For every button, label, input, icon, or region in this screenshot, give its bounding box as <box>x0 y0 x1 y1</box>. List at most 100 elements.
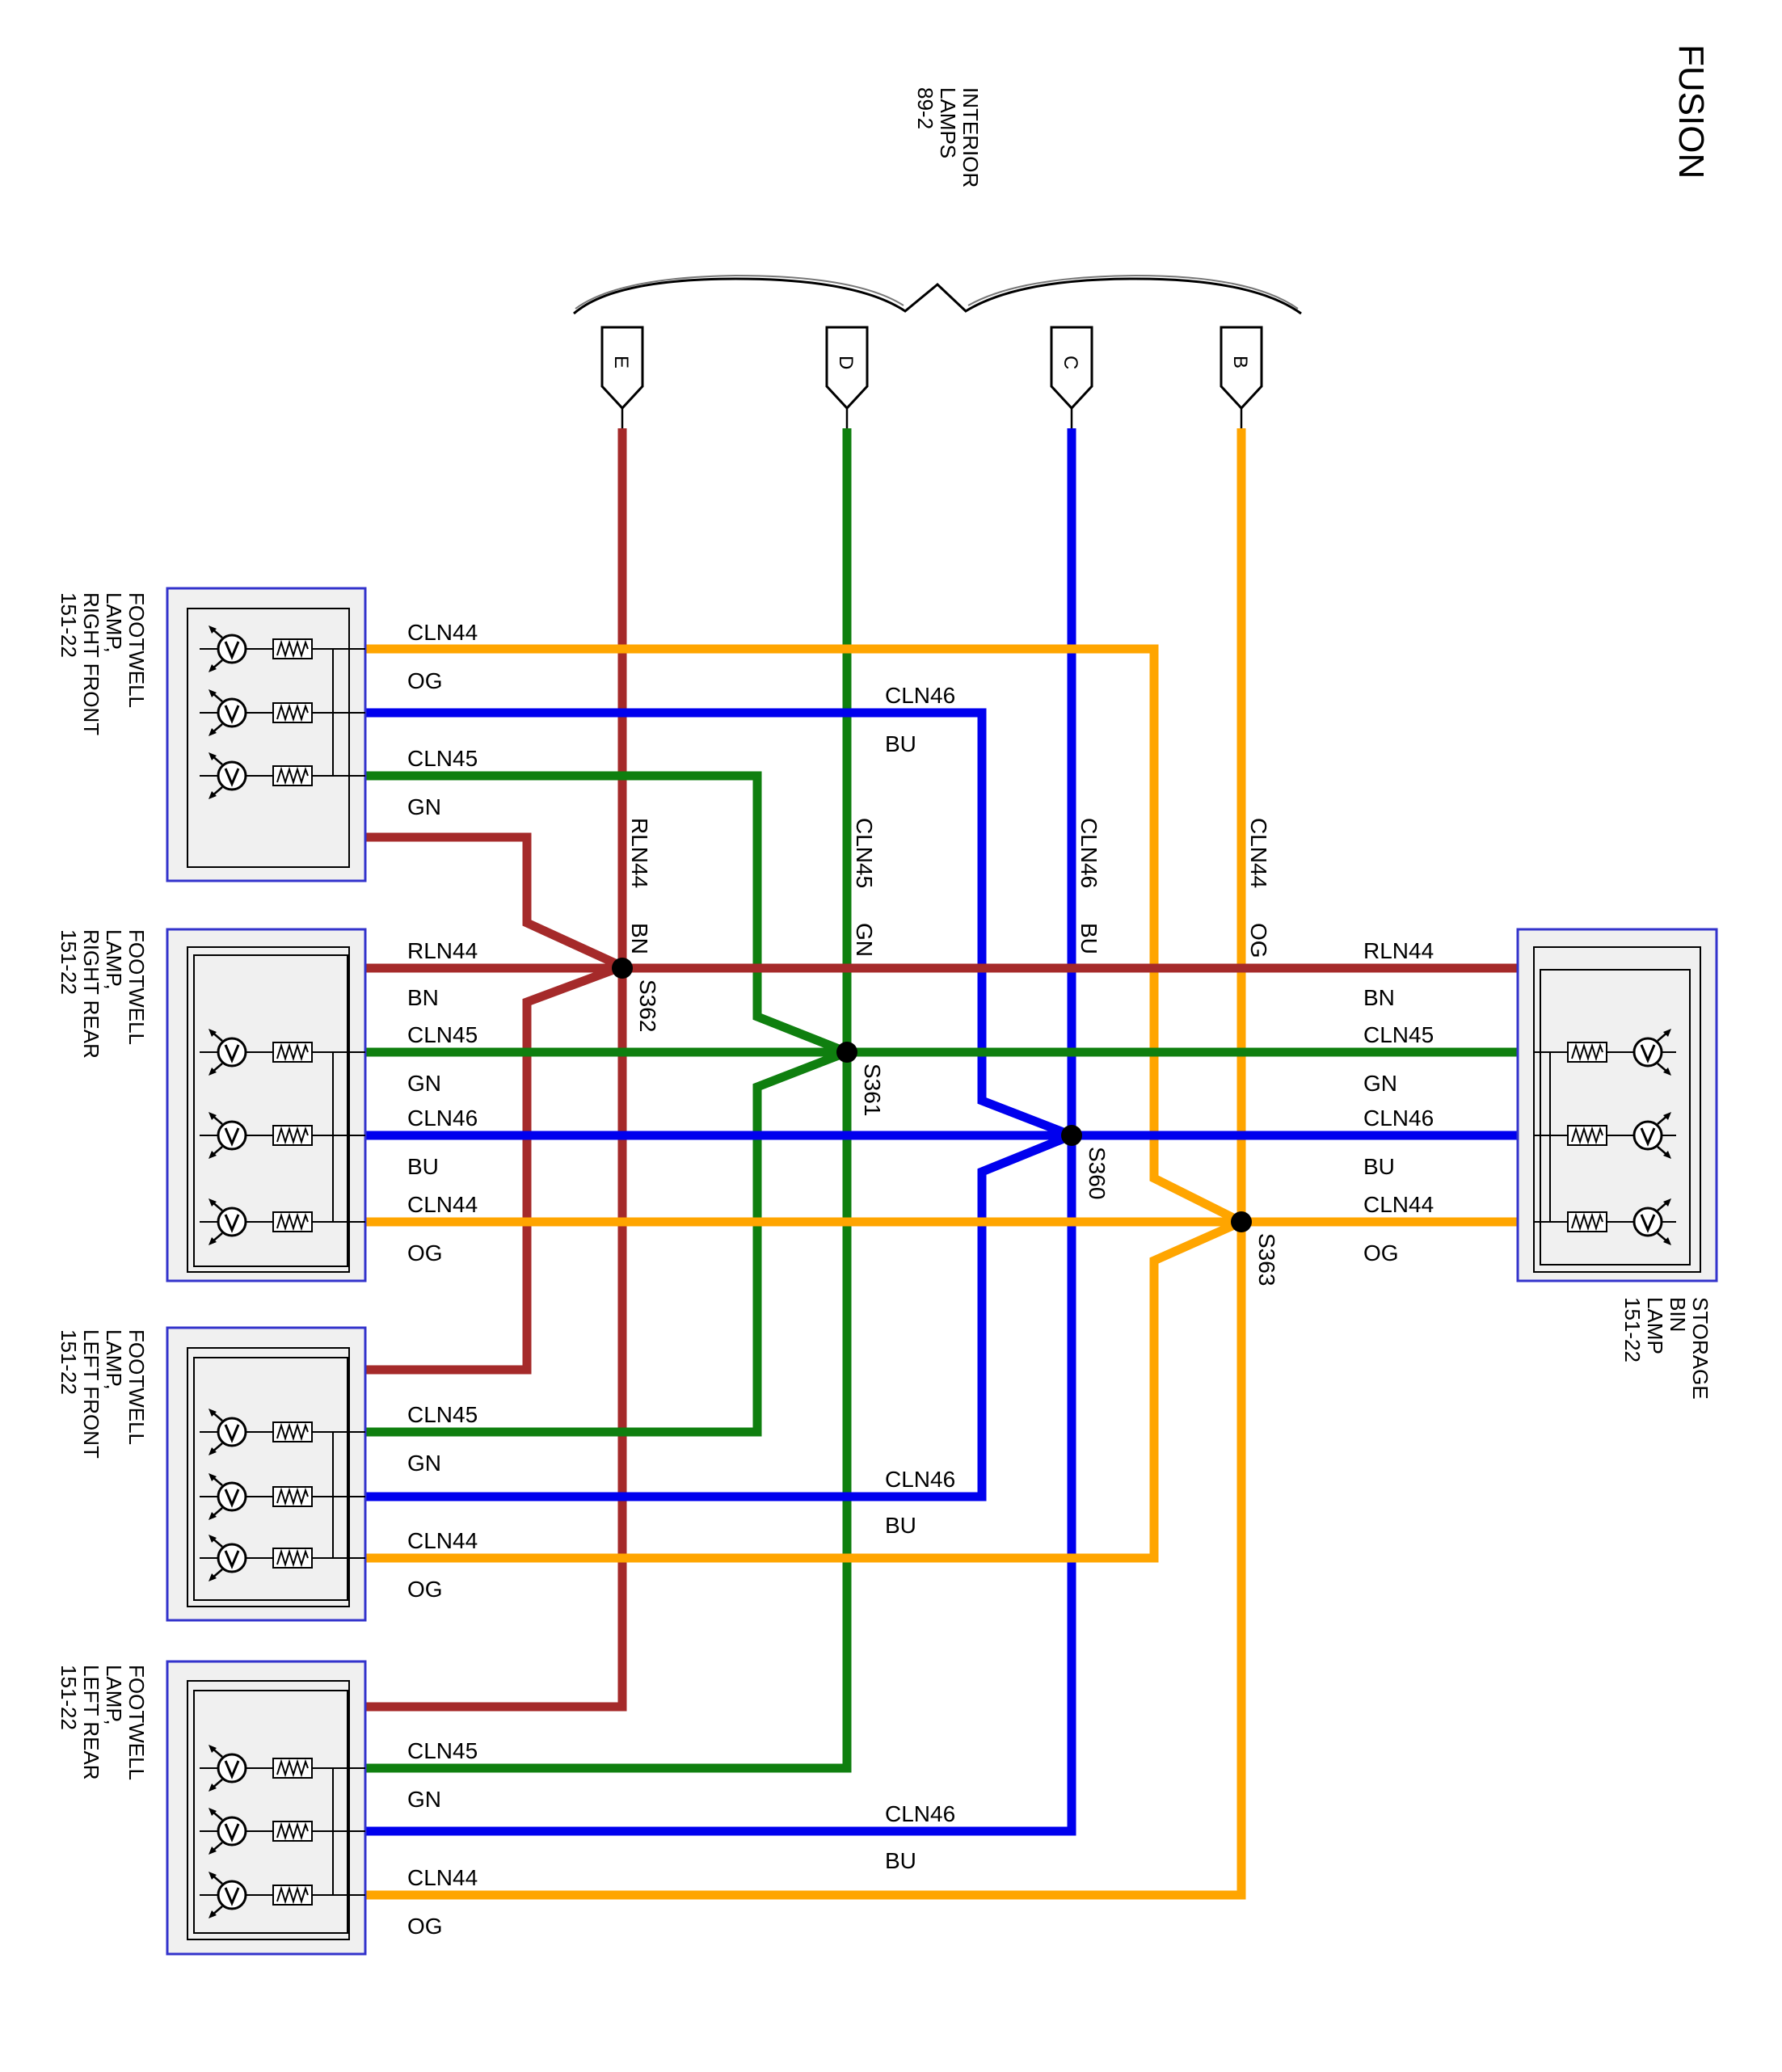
wire-label-rf-og: OG <box>407 668 443 693</box>
connector-brace <box>573 277 1302 315</box>
pin-label: D <box>835 356 857 369</box>
wire-label-lf-gn: GN <box>407 1451 441 1476</box>
vwire-circuit-label: RLN44 <box>627 818 652 888</box>
wire-label-rr-og: OG <box>407 1240 443 1266</box>
resistor-icon <box>272 1548 313 1569</box>
wire-label-lf-cln45: CLN45 <box>407 1402 478 1427</box>
wire-label-rr-gn: GN <box>407 1071 441 1096</box>
resistor-icon <box>272 1885 313 1906</box>
component-rr <box>166 928 367 1282</box>
wire-label-rf-cln44: CLN44 <box>407 620 478 645</box>
component-rf <box>166 587 367 882</box>
wire-label-sb-cln45: CLN45 <box>1363 1022 1434 1047</box>
resistor-icon <box>272 1758 313 1779</box>
pin-c: C <box>1050 326 1093 428</box>
wire-cln46-trunk <box>364 428 1076 1836</box>
resistor-icon <box>272 1042 313 1063</box>
resistor-icon <box>272 1211 313 1232</box>
splice-label: S361 <box>860 1063 885 1116</box>
wire-label-lr-cln45: CLN45 <box>407 1738 478 1763</box>
wire-label-lr-bu: BU <box>885 1848 916 1873</box>
pin-b: B <box>1220 326 1263 428</box>
wire-label-lf-cln46: CLN46 <box>885 1467 955 1492</box>
vwire-color-label: OG <box>1246 923 1271 958</box>
resistor-icon <box>272 765 313 786</box>
wire-label-sb-rln44: RLN44 <box>1363 938 1434 963</box>
wire-rf-cln44 <box>364 644 1244 1226</box>
wire-lf-cln45 <box>364 1047 849 1437</box>
component-sb <box>1516 928 1718 1282</box>
resistor-icon <box>1567 1042 1607 1063</box>
label-layer: FOOTWELLLAMP,RIGHT FRONT151-22FOOTWELLLA… <box>57 592 1712 1939</box>
component-lr <box>166 1660 367 1956</box>
vwire-circuit-label: CLN44 <box>1246 818 1271 888</box>
wire-label-rr-cln45: CLN45 <box>407 1022 478 1047</box>
wire-rf-cln45 <box>364 771 849 1057</box>
component-label-lr: FOOTWELLLAMP,LEFT REAR151-22 <box>57 1665 149 1780</box>
component-label-rr: FOOTWELLLAMP,RIGHT REAR151-22 <box>57 929 149 1059</box>
vwire-circuit-label: CLN46 <box>1076 818 1102 888</box>
wire-label-lf-og: OG <box>407 1577 443 1602</box>
wire-label-rr-cln44: CLN44 <box>407 1192 478 1217</box>
wire-label-sb-cln46: CLN46 <box>1363 1105 1434 1131</box>
page-title: FUSION <box>1671 44 1711 179</box>
pin-e: E <box>600 326 644 428</box>
splice-s360: S360 <box>1061 1125 1110 1199</box>
resistor-icon <box>1567 1211 1607 1232</box>
resistor-icon <box>272 1486 313 1507</box>
wire-lf-cln46 <box>364 1131 1074 1501</box>
pin-label: B <box>1229 356 1251 368</box>
wire-rf-cln46 <box>364 708 1073 1140</box>
splice-label: S360 <box>1085 1147 1110 1199</box>
vwire-color-label: BU <box>1076 923 1102 954</box>
vwire-color-label: GN <box>852 923 877 957</box>
wire-label-sb-gn: GN <box>1363 1071 1397 1096</box>
wire-label-rf-cln45: CLN45 <box>407 746 478 771</box>
interior-lamps-label: INTERIOR LAMPS 89-2 <box>913 87 983 193</box>
wire-label-rf-bu: BU <box>885 731 916 756</box>
wire-label-rr-bn: BN <box>407 985 439 1010</box>
splice-label: S362 <box>635 979 660 1032</box>
wire-label-lr-gn: GN <box>407 1787 441 1812</box>
wire-label-lr-cln44: CLN44 <box>407 1865 478 1890</box>
resistor-icon <box>272 1421 313 1442</box>
wire-label-lr-og: OG <box>407 1914 443 1939</box>
wire-label-sb-cln44: CLN44 <box>1363 1192 1434 1217</box>
wire-label-lf-bu: BU <box>885 1513 916 1538</box>
component-layer <box>166 587 1718 1956</box>
splice-s362: S362 <box>612 958 660 1032</box>
vwire-color-label: BN <box>627 923 652 954</box>
wire-lf-bn <box>364 962 624 1375</box>
component-label-rf: FOOTWELLLAMP,RIGHT FRONT151-22 <box>57 592 149 735</box>
pin-d: D <box>825 326 869 428</box>
component-lf <box>166 1326 367 1622</box>
wire-label-rf-cln46: CLN46 <box>885 683 955 708</box>
wire-rf-bn <box>364 832 625 971</box>
splice-label: S363 <box>1254 1233 1279 1286</box>
wire-label-rr-rln44: RLN44 <box>407 938 478 963</box>
wire-label-lf-cln44: CLN44 <box>407 1528 478 1553</box>
resistor-icon <box>272 1125 313 1146</box>
component-label-sb: STORAGEBINLAMP151-22 <box>1620 1297 1712 1400</box>
wire-label-sb-og: OG <box>1363 1240 1399 1266</box>
pin-label: C <box>1060 356 1081 369</box>
wire-label-rr-bu: BU <box>407 1154 439 1179</box>
splice-s363: S363 <box>1231 1211 1279 1286</box>
vwire-circuit-label: CLN45 <box>852 818 877 888</box>
resistor-icon <box>272 702 313 723</box>
resistor-icon <box>272 1821 313 1842</box>
wire-label-sb-bu: BU <box>1363 1154 1395 1179</box>
component-label-lf: FOOTWELLLAMP,LEFT FRONT151-22 <box>57 1329 149 1459</box>
pin-label: E <box>610 356 632 368</box>
wire-label-sb-bn: BN <box>1363 985 1395 1010</box>
wire-label-rr-cln46: CLN46 <box>407 1105 478 1131</box>
wire-cln45-trunk <box>364 428 852 1773</box>
interior-lamps-connector: INTERIOR LAMPS 89-2 E D C B <box>573 87 1302 428</box>
wire-rln44-trunk <box>364 428 627 1712</box>
wire-lf-cln44 <box>364 1217 1244 1563</box>
wire-label-lr-cln46: CLN46 <box>885 1801 955 1826</box>
splice-s361: S361 <box>836 1042 885 1116</box>
wire-layer <box>364 428 1518 1900</box>
